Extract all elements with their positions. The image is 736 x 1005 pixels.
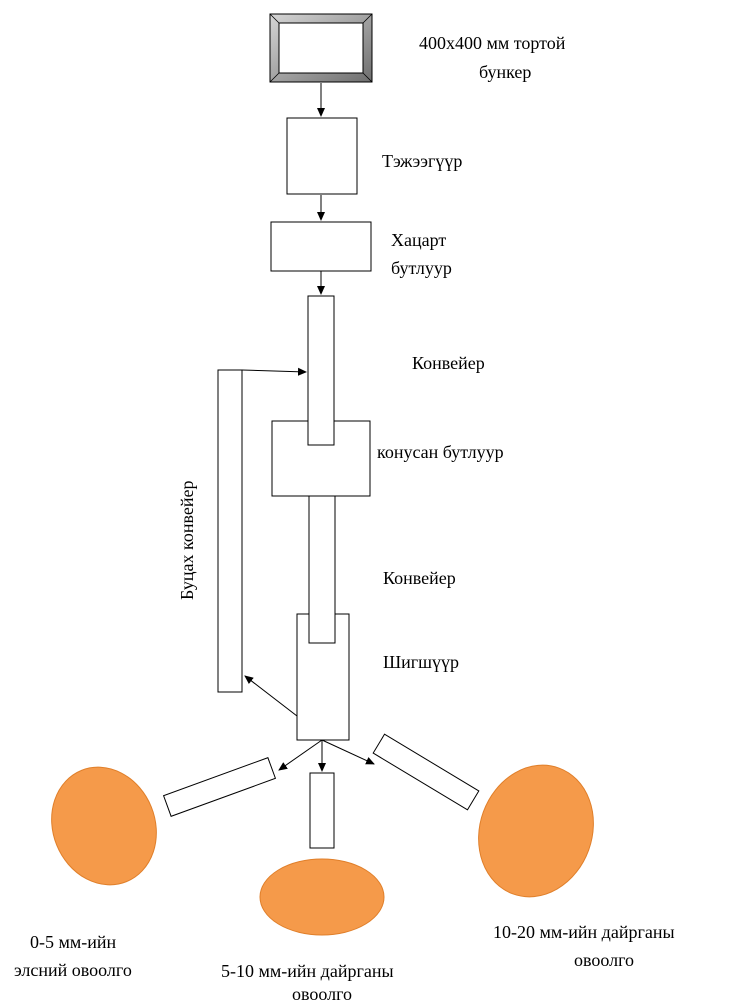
pile-left-label-line1: 0-5 мм-ийн [30, 932, 117, 952]
left-outlet-conveyor [162, 757, 277, 817]
pile-right-label-line1: 10-20 мм-ийн дайрганы [493, 922, 675, 942]
pile-middle-label-line2: овоолго [292, 984, 352, 1004]
right-outlet-conveyor [372, 733, 480, 811]
bunker-hopper [269, 13, 373, 83]
pile-right-label-line2: овоолго [574, 950, 634, 970]
screen-label: Шигшүүр [383, 652, 459, 672]
return-conveyor [217, 369, 243, 693]
bunker-label-line2: бункер [479, 62, 531, 82]
pile-left [51, 766, 157, 886]
pile-left-label-line2: элсний овоолго [14, 960, 132, 980]
jaw-crusher-box [270, 221, 372, 272]
pile-middle [259, 858, 385, 936]
arrow-return-to-conveyor [241, 367, 307, 376]
conveyor-2-label: Конвейер [383, 568, 456, 588]
conveyor-2 [308, 495, 336, 644]
jaw-crusher-label-line1: Хацарт [391, 230, 446, 250]
return-conveyor-label: Буцах конвейер [177, 481, 197, 600]
feeder-box [286, 117, 358, 195]
arrow-screen-to-left-conveyor [278, 739, 323, 771]
conveyor-1-label: Конвейер [412, 353, 485, 373]
bunker-label-line1: 400х400 мм тортой [419, 33, 566, 53]
arrow-screen-to-right-conveyor [321, 739, 375, 765]
mid-outlet-conveyor [309, 772, 335, 849]
pile-right [478, 764, 594, 898]
feeder-label: Тэжээгүүр [382, 151, 462, 171]
conveyor-1 [307, 295, 335, 446]
pile-middle-label-line1: 5-10 мм-ийн дайрганы [221, 961, 394, 981]
cone-crusher-label: конусан бутлуур [377, 442, 504, 462]
arrow-screen-to-return [244, 675, 298, 717]
jaw-crusher-label-line2: бутлуур [391, 258, 452, 278]
